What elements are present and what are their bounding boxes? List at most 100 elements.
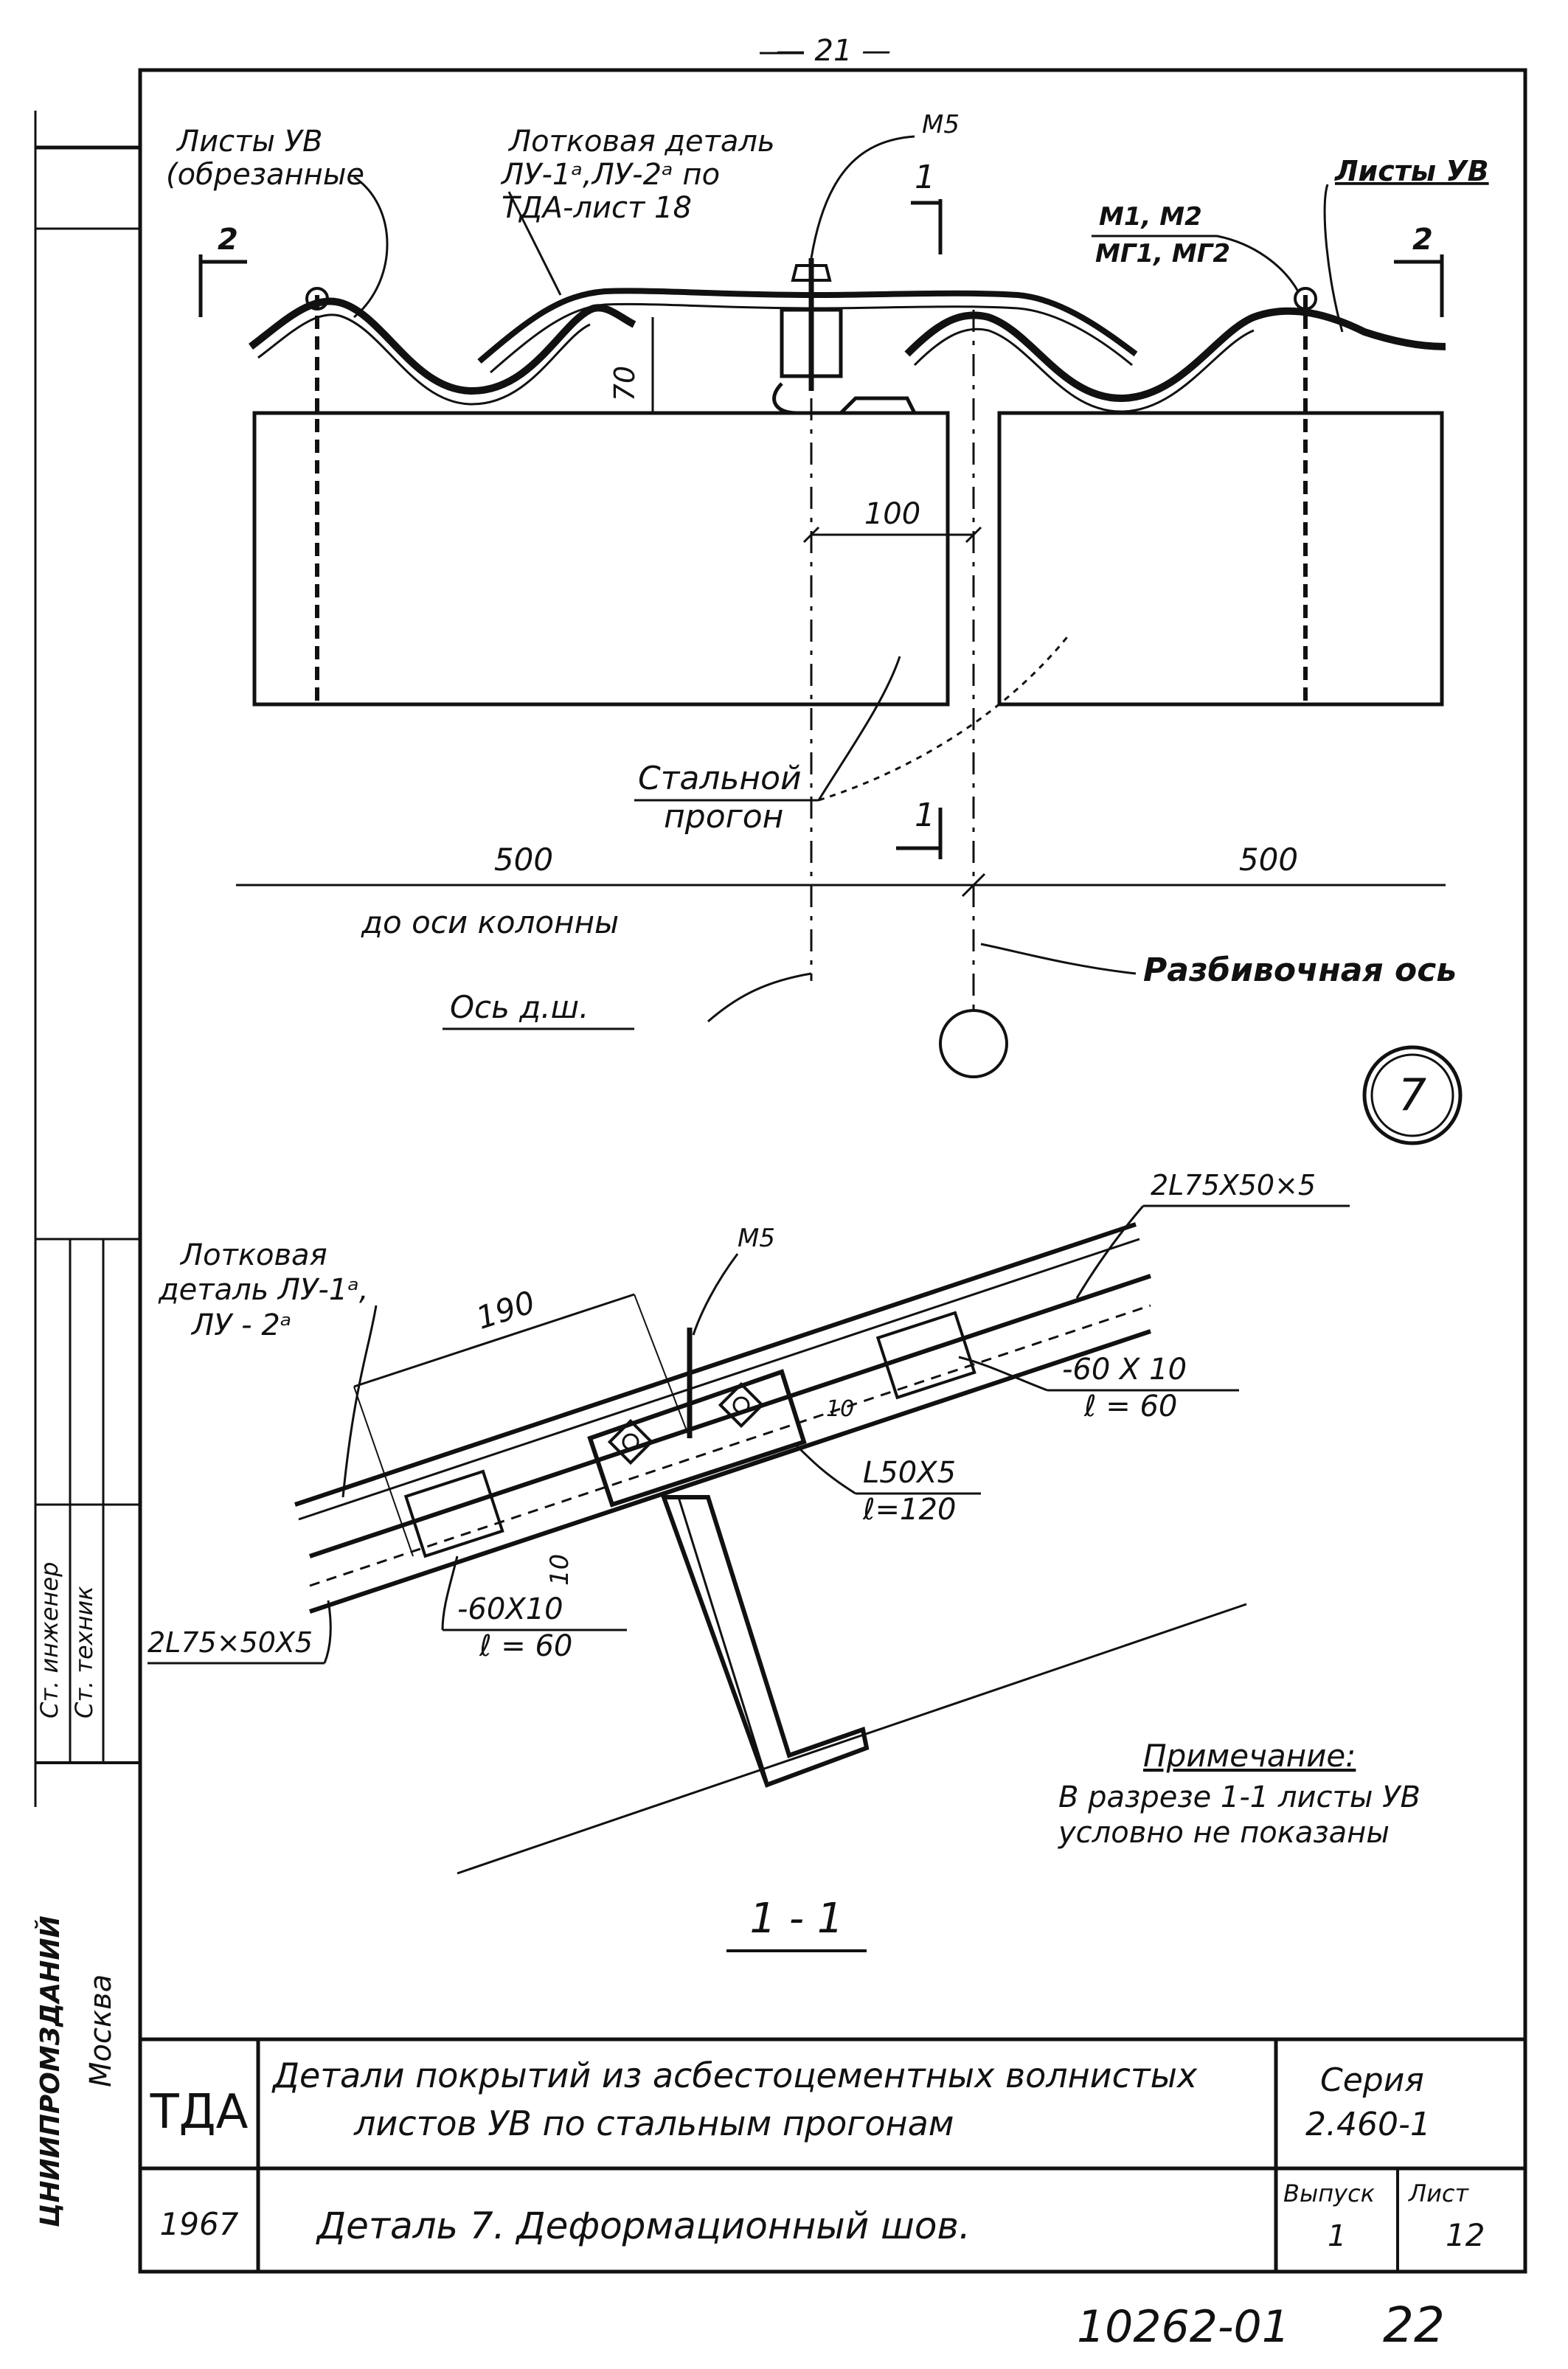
leader-m5-top xyxy=(810,135,915,259)
label-layout-axis: Разбивочная ось xyxy=(1143,951,1457,989)
label-purlin-1: Стальной xyxy=(638,760,802,797)
svg-text:2: 2 xyxy=(218,223,238,257)
steel-plate-left xyxy=(403,1469,504,1558)
label-plate-left-1: -60X10 xyxy=(457,1592,563,1626)
dim-500-tick-mid xyxy=(961,873,986,898)
label-gutter-s1: Лотковая xyxy=(179,1238,327,1272)
corrugated-sheet-left-inner xyxy=(257,313,591,406)
label-plate-right-1: -60 X 10 xyxy=(1062,1353,1187,1387)
purlin-right xyxy=(997,411,1444,707)
washer-left xyxy=(305,287,329,311)
dim-190-ext-l xyxy=(353,1386,414,1557)
note-title: Примечание: xyxy=(1143,1738,1356,1774)
leader-2l75-left xyxy=(323,1600,332,1664)
leader-plate-right xyxy=(958,1356,1048,1392)
note-line-1: В разрезе 1-1 листы УВ xyxy=(1058,1780,1420,1814)
series-label: Серия xyxy=(1320,2061,1424,2099)
label-gutter-s3: ЛУ - 2ᵃ xyxy=(190,1308,291,1342)
washer-right xyxy=(1294,287,1317,311)
dim-10-b: 10 xyxy=(545,1554,575,1586)
sheet-value: 12 xyxy=(1446,2217,1485,2253)
label-angle-1: L50X5 xyxy=(863,1456,956,1490)
detail-number-circle xyxy=(1362,1045,1463,1145)
label-plate-left-2: ℓ = 60 xyxy=(479,1629,572,1663)
leader-plate-left xyxy=(441,1555,459,1631)
corrugated-sheet-right xyxy=(904,307,1446,403)
label-purlin-2: прогон xyxy=(664,798,783,836)
corrugated-sheet-left xyxy=(248,297,636,395)
dim-500-right-label: 500 xyxy=(1239,842,1298,878)
label-sheets-cut-1: Листы УВ xyxy=(176,125,322,159)
series-value: 2.460-1 xyxy=(1305,2106,1431,2143)
svg-text:2: 2 xyxy=(1412,223,1433,257)
label-2l75-left: 2L75×50X5 xyxy=(148,1626,313,1659)
label-mg1mg2: МГ1, МГ2 xyxy=(1095,239,1230,268)
year: 1967 xyxy=(160,2206,239,2242)
leader-m1 xyxy=(1216,235,1300,292)
label-to-column-axis: до оси колонны xyxy=(361,904,619,940)
label-gutter-1: Лотковая деталь xyxy=(507,125,775,159)
purlin-profile-web xyxy=(677,1496,769,1782)
side-approval-2: Ст. техник xyxy=(70,1586,98,1718)
dim-100-label: 100 xyxy=(864,497,920,531)
leader-angle xyxy=(795,1444,856,1495)
corrugated-sheet-right-inner xyxy=(913,327,1255,413)
label-m5-section: М5 xyxy=(738,1224,775,1253)
dim-100-tick-r xyxy=(965,526,982,544)
sheet-frame xyxy=(138,68,1527,2274)
dim-100-tick-l xyxy=(802,526,820,544)
side-approval-stamp xyxy=(35,1238,140,1764)
leader-gutter xyxy=(507,191,562,296)
archive-number: 10262-01 xyxy=(1077,2301,1290,2353)
side-city: Москва xyxy=(84,1974,118,2087)
label-gutter-3: ТДА-лист 18 xyxy=(502,191,692,225)
purlin-left xyxy=(252,411,950,707)
label-gutter-s2: деталь ЛУ-1ᵃ, xyxy=(158,1273,369,1307)
leader-axis-ds xyxy=(707,972,812,1023)
leader-sheets-right xyxy=(1323,184,1344,333)
leader-sheets-cut xyxy=(353,176,389,319)
svg-text:1: 1 xyxy=(915,159,935,196)
leader-m5-section xyxy=(692,1253,739,1336)
label-angle-2: ℓ=120 xyxy=(862,1493,956,1527)
issue-value: 1 xyxy=(1328,2219,1346,2253)
issue-label: Выпуск xyxy=(1283,2179,1376,2207)
label-axis-ds: Ось д.ш. xyxy=(450,989,589,1025)
axis-marker-circle xyxy=(939,1009,1008,1078)
detail-number-circle-inner xyxy=(1370,1053,1454,1137)
section-mark-1-top: 1 xyxy=(911,159,943,254)
note-line-2: условно не показаны xyxy=(1058,1816,1390,1850)
leader-purlin-left xyxy=(817,656,901,801)
label-gutter-2: ЛУ-1ᵃ,ЛУ-2ᵃ по xyxy=(500,158,720,192)
dim-190-line xyxy=(353,1293,635,1388)
label-sheets-cut-2: (обрезанные xyxy=(166,158,364,192)
dim-500-left-label: 500 xyxy=(494,842,553,878)
leader-2l75-top xyxy=(1075,1205,1145,1299)
label-sheets-right: Листы УВ xyxy=(1334,155,1489,187)
detail-number: 7 xyxy=(1398,1069,1426,1121)
section-mark-2-left: 2 xyxy=(198,223,247,317)
title-line-1: Детали покрытий из асбестоцементных волн… xyxy=(271,2056,1198,2095)
dim-190-ext-r xyxy=(634,1294,690,1439)
title-block-grid xyxy=(140,2037,1525,2272)
steel-plate-right xyxy=(875,1311,976,1400)
side-approval-1: Ст. инженер xyxy=(35,1562,63,1718)
leader-purlin-right xyxy=(818,634,1071,802)
org-code: ТДА xyxy=(150,2085,249,2140)
side-org-name: ЦНИИПРОМЗДАНИЙ xyxy=(35,1915,66,2227)
footer-page-number: 22 xyxy=(1383,2297,1445,2354)
label-2l75-top: 2L75X50×5 xyxy=(1151,1169,1316,1201)
svg-text:1: 1 xyxy=(915,797,935,834)
angle-l50-connection xyxy=(587,1369,807,1508)
dim-10-a: 10 xyxy=(826,1396,854,1422)
angle-hook xyxy=(772,382,917,415)
roof-slope-line xyxy=(457,1603,1247,1875)
section-mark-2-right: 2 xyxy=(1394,223,1444,317)
inclined-rafter xyxy=(294,1222,1151,1614)
title-line-2: листов УВ по стальным прогонам xyxy=(353,2103,954,2143)
section-title: 1 - 1 xyxy=(749,1895,843,1943)
bolt-head-central xyxy=(791,264,832,282)
sheet-label: Лист xyxy=(1408,2179,1469,2207)
dim-70-label: 70 xyxy=(608,366,641,401)
